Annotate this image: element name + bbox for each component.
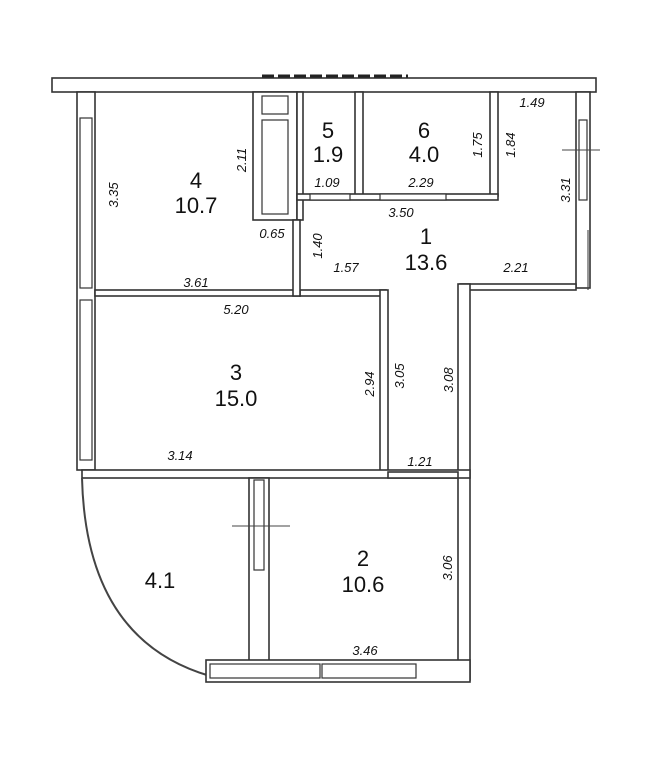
dim-1-40: 1.40: [310, 233, 325, 259]
dim-0-65: 0.65: [259, 226, 285, 241]
room-4-area: 10.7: [175, 193, 218, 218]
dim-3-06: 3.06: [440, 555, 455, 581]
door-room6: [379, 193, 447, 201]
dim-3-08: 3.08: [441, 367, 456, 393]
dim-1-49: 1.49: [519, 95, 544, 110]
wall-room3-bottom: [81, 469, 471, 479]
wall-room4-bottom: [94, 289, 301, 297]
bottom-window-2: [321, 663, 417, 679]
top-exterior-wall: [51, 77, 597, 93]
room-1-area: 13.6: [405, 250, 448, 275]
dim-3-50: 3.50: [388, 205, 414, 220]
dim-3-14: 3.14: [167, 448, 192, 463]
dim-1-09: 1.09: [314, 175, 339, 190]
dim-2-11: 2.11: [234, 148, 249, 173]
wall-corridor-top: [299, 289, 387, 297]
bottom-window: [209, 663, 321, 679]
dim-3-05: 3.05: [392, 363, 407, 389]
wall-room6-right: [489, 91, 499, 197]
room-2-number: 2: [357, 546, 369, 571]
room-6-number: 6: [418, 118, 430, 143]
dim-3-31: 3.31: [558, 177, 573, 202]
dim-2-94: 2.94: [362, 371, 377, 397]
room-4-number: 4: [190, 168, 202, 193]
wall-room5-left: [296, 91, 304, 221]
dim-1-57: 1.57: [333, 260, 359, 275]
dim-3-35: 3.35: [106, 182, 121, 208]
wall-room4-right: [292, 219, 301, 297]
wall-corridor-bottom-stub: [387, 471, 459, 479]
room-5-number: 5: [322, 118, 334, 143]
wall-corridor-right-top: [459, 283, 577, 291]
door-room5: [309, 193, 351, 201]
left-window-lower: [79, 299, 93, 461]
dim-1-75: 1.75: [470, 132, 485, 158]
right-window: [578, 119, 588, 201]
dim-5-20: 5.20: [223, 302, 249, 317]
wall-corridor-right: [457, 283, 471, 681]
wall-room5-right: [354, 91, 364, 197]
room-6-area: 4.0: [409, 142, 440, 167]
wall-room3-right: [379, 289, 389, 477]
room-5-area: 1.9: [313, 142, 344, 167]
balcony-curve: [81, 477, 211, 677]
room-1-number: 1: [420, 224, 432, 249]
shaft-top: [261, 95, 289, 115]
dim-1-21: 1.21: [407, 454, 432, 469]
left-window-upper: [79, 117, 93, 289]
balcony-area: 4.1: [145, 568, 176, 593]
dim-2-29: 2.29: [407, 175, 433, 190]
dim-3-61: 3.61: [183, 275, 208, 290]
dim-3-46: 3.46: [352, 643, 378, 658]
shaft-bottom: [261, 119, 289, 215]
room-3-area: 15.0: [215, 386, 258, 411]
room-2-area: 10.6: [342, 572, 385, 597]
dim-2-21: 2.21: [502, 260, 528, 275]
balcony-door: [253, 479, 265, 571]
room-3-number: 3: [230, 360, 242, 385]
dim-1-84: 1.84: [503, 132, 518, 157]
